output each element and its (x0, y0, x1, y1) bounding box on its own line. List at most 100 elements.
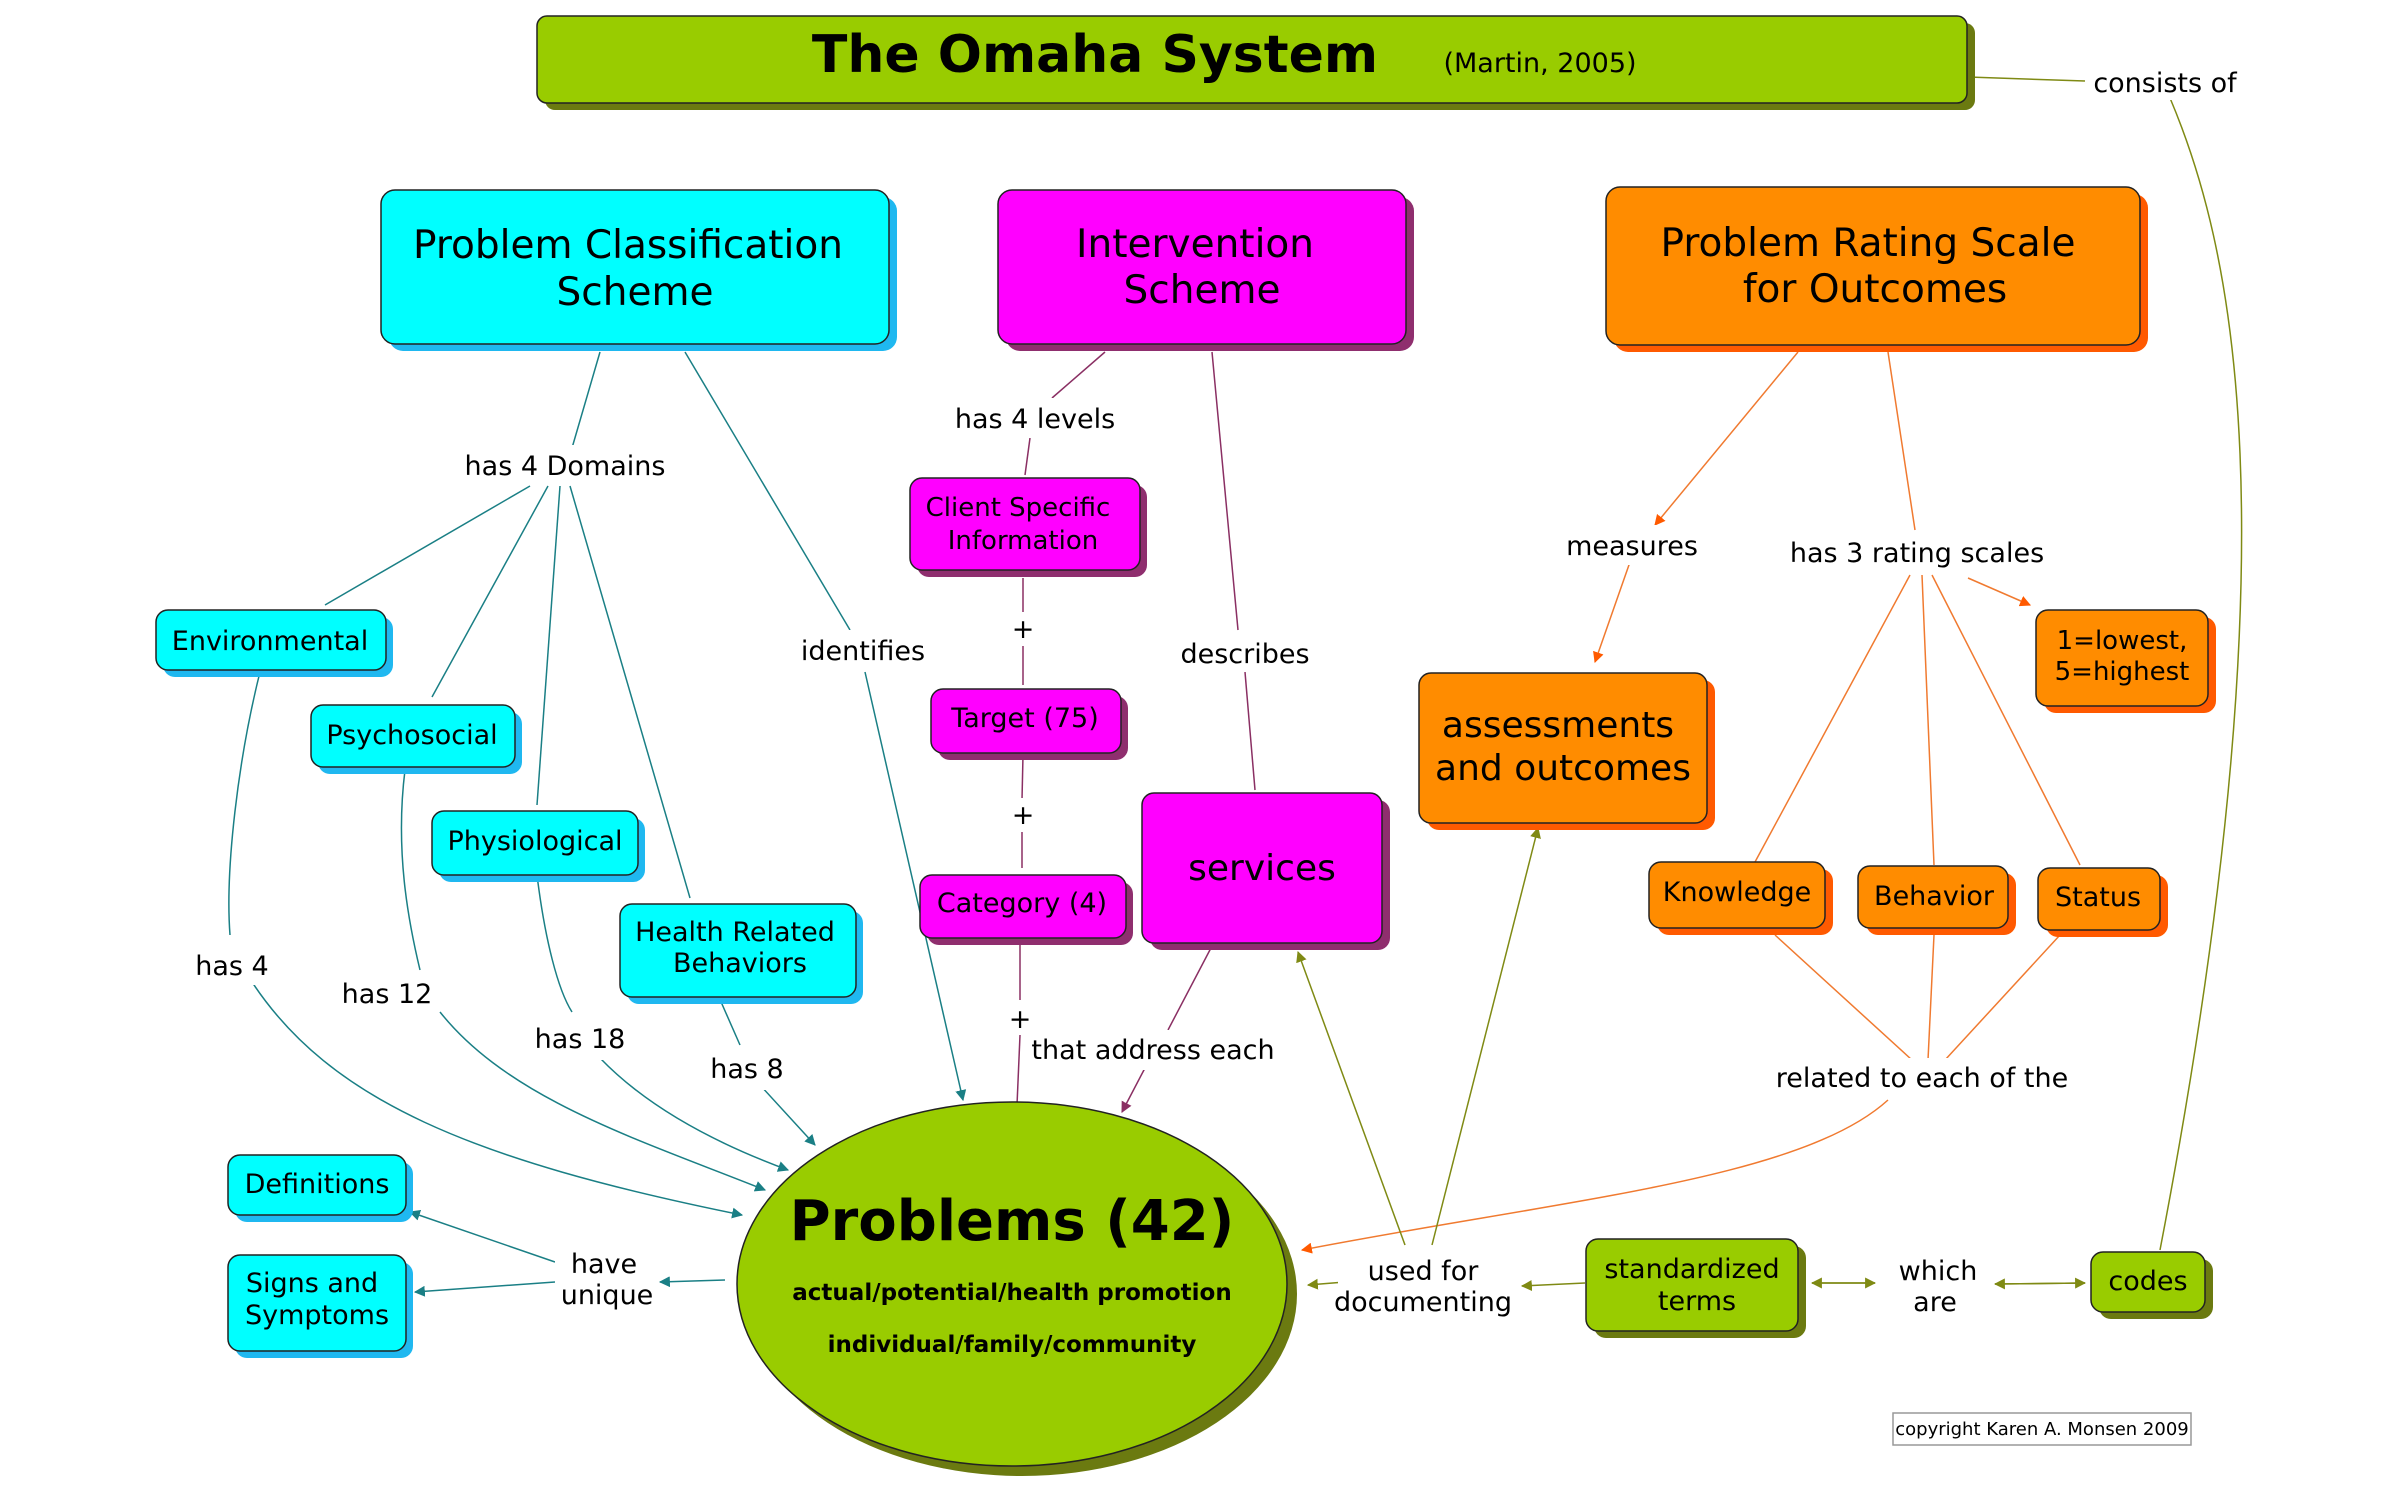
arrow-related-problems (1300, 1099, 1889, 1254)
psychosocial-node: Psychosocial (310, 704, 522, 774)
label-which: which (1899, 1256, 1978, 1287)
line-status-related (1944, 934, 2061, 1061)
line-domain-psychosocial (431, 485, 549, 698)
intervention-scheme-node: Intervention Scheme (997, 189, 1414, 351)
label-has-18: has 18 (535, 1024, 626, 1055)
rating-scale-range-node: 1=lowest, 5=highest (2035, 609, 2216, 713)
label-plus-1: + (1012, 614, 1035, 645)
arrow-identifies-problems (864, 671, 967, 1102)
prs-line-2: for Outcomes (1743, 267, 2007, 312)
line-domain-environmental (324, 485, 531, 606)
knowledge-label: Knowledge (1663, 877, 1811, 908)
line-target-plus2 (1021, 754, 1024, 801)
label-unique: unique (561, 1280, 654, 1311)
arrow-whichare-codes (1994, 1277, 2087, 1289)
line-pcs-domains (571, 351, 601, 449)
client-line-1: Client Specific (926, 493, 1111, 523)
physiological-node: Physiological (431, 810, 645, 882)
arrow-standardized-used (1520, 1280, 1586, 1292)
signs-line-1: Signs and (246, 1268, 378, 1299)
arrow-used-services (1296, 950, 1406, 1246)
target-node: Target (75) (930, 688, 1128, 760)
arrow-have-unique-problems (658, 1276, 726, 1288)
line-plus3-problems (1016, 1034, 1021, 1106)
label-describes: describes (1180, 639, 1309, 670)
services-node: services (1141, 792, 1390, 950)
health-line-2: Behaviors (673, 948, 807, 979)
health-related-behaviors-node: Health Related Behaviors (619, 903, 863, 1004)
arrow-have-definitions (408, 1210, 556, 1263)
line-domain-health (569, 485, 691, 899)
category-label: Category (4) (937, 888, 1107, 919)
problems-node: Problems (42) actual/potential/health pr… (736, 1101, 1297, 1476)
arrow-has4-problems (251, 981, 744, 1219)
problem-classification-scheme-node: Problem Classification Scheme (380, 189, 897, 351)
label-consists-of: consists of (2093, 68, 2238, 99)
definitions-label: Definitions (245, 1169, 390, 1200)
arrow-measures-assessments (1593, 561, 1631, 664)
problems-line-1: actual/potential/health promotion (792, 1280, 1231, 1306)
label-has-12: has 12 (342, 979, 433, 1010)
arrow-used-assessments (1431, 826, 1541, 1246)
arrow-address-problems (1121, 1067, 1146, 1113)
definitions-node: Definitions (227, 1154, 413, 1222)
codes-node: codes (2090, 1251, 2213, 1319)
environmental-node: Environmental (155, 609, 393, 677)
status-label: Status (2055, 882, 2141, 913)
category-node: Category (4) (919, 874, 1133, 945)
label-has-4-domains: has 4 Domains (465, 451, 666, 482)
line-ratingscales-knowledge (1754, 574, 1911, 863)
line-ratingscales-behavior (1921, 574, 1935, 866)
label-has-4: has 4 (195, 951, 269, 982)
assessments-and-outcomes-node: assessments and outcomes (1418, 672, 1715, 830)
label-has-4-levels: has 4 levels (955, 404, 1115, 435)
scale-line-1: 1=lowest, (2057, 626, 2188, 656)
line-ratingscales-status (1931, 574, 2081, 866)
pcs-line-1: Problem Classification (413, 223, 843, 268)
standardized-line-2: terms (1658, 1286, 1736, 1317)
arrow-has18-problems (599, 1057, 790, 1172)
environmental-label: Environmental (172, 626, 368, 657)
status-node: Status (2037, 867, 2168, 937)
intervention-line-2: Scheme (1124, 268, 1281, 313)
line-prs-ratingscales (1887, 351, 1916, 531)
arrow-prs-measures (1654, 351, 1799, 526)
line-environmental-has4 (228, 671, 261, 936)
psychosocial-label: Psychosocial (326, 720, 497, 751)
line-behavior-related (1927, 934, 1935, 1061)
copyright-text: copyright Karen A. Monsen 2009 (1895, 1419, 2189, 1440)
label-has-3-rating-scales: has 3 rating scales (1790, 538, 2044, 569)
title-node: The Omaha System (Martin, 2005) (536, 15, 1975, 110)
prs-line-1: Problem Rating Scale (1661, 221, 2076, 266)
label-related-to-each: related to each of the (1776, 1063, 2068, 1094)
arrow-has8-problems (759, 1084, 816, 1146)
client-specific-information-node: Client Specific Information (909, 477, 1147, 577)
health-line-1: Health Related (635, 917, 835, 948)
problems-line-2: individual/family/community (828, 1332, 1197, 1358)
line-services-address (1167, 945, 1213, 1031)
label-measures: measures (1566, 531, 1698, 562)
line-consists-of-codes (2159, 97, 2243, 1251)
line-describes-services (1244, 671, 1256, 791)
label-has-8: has 8 (710, 1054, 784, 1085)
assessments-line-2: and outcomes (1435, 748, 1691, 789)
title-main: The Omaha System (812, 25, 1378, 85)
label-documenting: documenting (1334, 1287, 1512, 1318)
behavior-node: Behavior (1857, 865, 2016, 935)
line-domain-physiological (536, 485, 561, 806)
arrow-ratingscales-scale (1967, 577, 2032, 607)
label-identifies: identifies (801, 636, 925, 667)
services-label: services (1188, 848, 1336, 889)
standardized-terms-node: standardized terms (1585, 1238, 1806, 1338)
label-that-address-each: that address each (1031, 1035, 1274, 1066)
arrow-has12-problems (439, 1011, 767, 1192)
line-pcs-identifies (684, 351, 851, 631)
intervention-line-1: Intervention (1076, 222, 1314, 267)
label-used-for: used for (1368, 1256, 1480, 1287)
label-have: have (571, 1249, 637, 1280)
line-psychosocial-has12 (400, 769, 421, 971)
line-physiological-has18 (536, 874, 573, 1013)
line-intervention-describes (1211, 351, 1239, 631)
arrow-have-signs (413, 1281, 556, 1297)
